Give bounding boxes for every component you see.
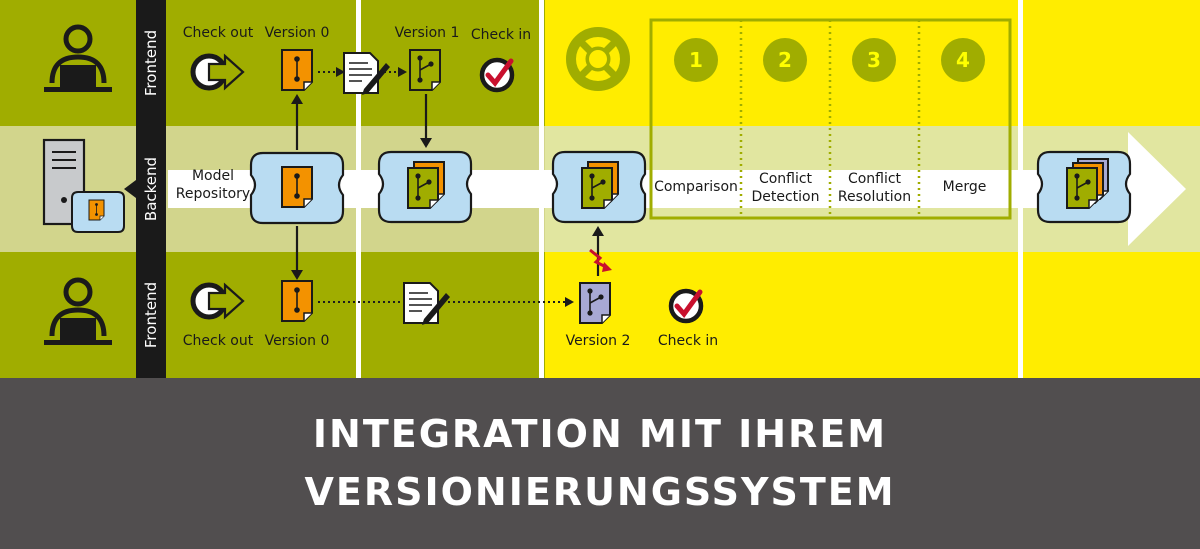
lifebuoy-icon	[566, 27, 630, 91]
repository-icon	[249, 151, 345, 225]
dotted-arrow-top-2	[384, 67, 407, 77]
check-out-label-top: Check out	[182, 25, 254, 41]
check-in-mark-icon	[671, 291, 701, 321]
repository-icon	[551, 150, 647, 224]
model-repository-label: Model Repository	[175, 168, 251, 202]
version1-doc-icon	[409, 49, 441, 91]
arrow-repo-to-v0-bottom	[291, 226, 303, 280]
server-icon	[42, 138, 125, 233]
version0-bottom-doc-icon	[281, 280, 313, 322]
step-2-badge: 2	[763, 38, 807, 82]
diagram-canvas	[0, 0, 1200, 378]
version0-label-top: Version 0	[264, 25, 330, 41]
repository-icon	[1036, 150, 1132, 224]
step-4-badge: 4	[941, 38, 985, 82]
check-out-label-bottom: Check out	[182, 333, 254, 349]
banner-title-line-2: VERSIONIERUNGSSYSTEM	[304, 470, 896, 514]
frontend-bottom-tab	[136, 252, 166, 378]
comparison-label: Comparison	[654, 179, 738, 195]
arrow-repo-to-v0-top	[291, 94, 303, 150]
lane-label-frontend-top: Frontend	[142, 29, 160, 97]
check-in-label-bottom: Check in	[657, 333, 719, 349]
frontend-top-tab	[136, 0, 166, 126]
arrow-v1-to-repo	[420, 94, 432, 148]
repository-icon	[377, 150, 473, 224]
version2-doc-icon	[579, 282, 611, 324]
step-3-badge: 3	[852, 38, 896, 82]
version2-label: Version 2	[565, 333, 631, 349]
version0-label-bottom: Version 0	[264, 333, 330, 349]
lane-label-backend: Backend	[142, 156, 160, 222]
conflict-detection-label: Conflict Detection	[751, 171, 820, 205]
version0-top-doc-icon	[281, 49, 313, 91]
title-banner: INTEGRATION MIT IHREM VERSIONIERUNGSSYST…	[0, 378, 1200, 549]
backend-tab	[124, 126, 166, 252]
lane-label-frontend-bottom: Frontend	[142, 281, 160, 349]
step-1-badge: 1	[674, 38, 718, 82]
check-in-mark-icon	[482, 60, 512, 90]
merge-label: Merge	[942, 179, 987, 195]
check-in-label-top: Check in	[470, 27, 532, 43]
dotted-arrow-top-1	[318, 67, 345, 77]
conflict-lightning-icon	[589, 226, 612, 276]
conflict-resolution-label: Conflict Resolution	[837, 171, 912, 205]
banner-title-line-1: INTEGRATION MIT IHREM	[312, 412, 888, 456]
flow-arrow	[168, 132, 1186, 246]
dotted-arrow-bottom	[318, 297, 574, 307]
version1-label: Version 1	[394, 25, 460, 41]
